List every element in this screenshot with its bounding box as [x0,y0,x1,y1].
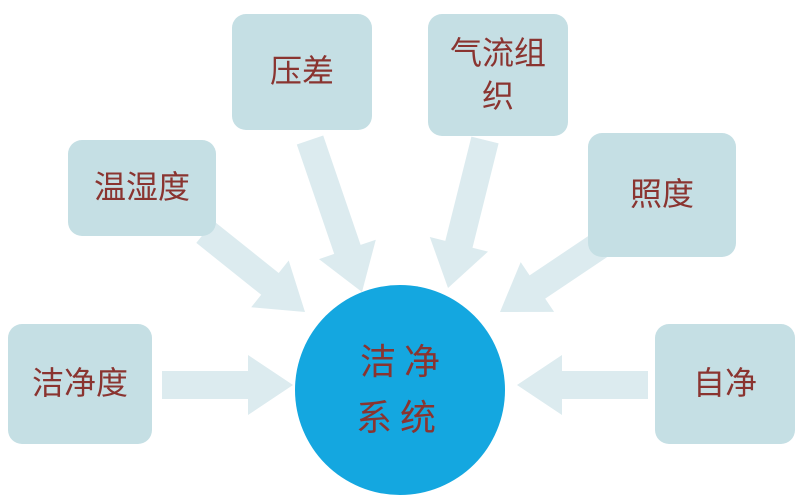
node-self-purification: 自净 [655,324,795,444]
arrow-from-airflow-organization [429,136,499,288]
node-label: 照度 [629,176,694,213]
center-node-clean-system: 洁净系统 [295,285,505,495]
node-airflow-organization: 气流组织 [428,14,568,136]
node-illuminance: 照度 [588,133,736,257]
node-pressure-difference: 压差 [232,14,372,130]
arrow-from-pressure-difference [296,135,376,292]
node-temperature-humidity: 温湿度 [68,140,216,236]
arrow-from-illuminance [500,233,608,312]
arrow-from-self-purification [517,355,648,415]
node-cleanliness: 洁净度 [8,324,152,444]
arrow-from-temperature-humidity [196,221,305,312]
node-label: 压差 [269,53,334,90]
arrow-from-cleanliness [162,355,293,415]
node-label: 温湿度 [93,169,190,206]
node-label: 洁净度 [31,365,128,402]
node-label: 自净 [692,365,757,402]
node-label: 气流组织 [449,34,546,114]
center-node-label: 洁净系统 [355,341,448,438]
